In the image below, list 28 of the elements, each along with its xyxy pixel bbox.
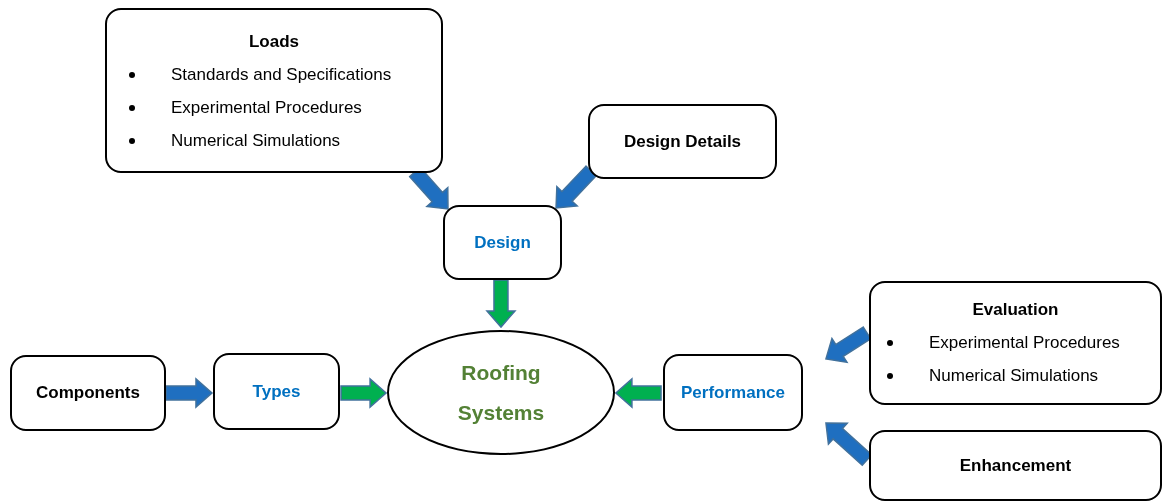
rounded-box — [443, 205, 562, 280]
block-arrow — [340, 377, 388, 409]
bullet-text: Numerical Simulations — [171, 131, 341, 151]
node-title: Types — [251, 381, 302, 402]
rounded-box — [663, 354, 803, 431]
bullet-text: Numerical Simulations — [929, 366, 1099, 386]
bullet-text: Standards and Specifications — [171, 65, 392, 85]
node-title: Components — [35, 383, 141, 403]
node-title: Design — [473, 232, 532, 253]
node-title: Evaluation — [971, 300, 1060, 320]
rounded-box — [869, 430, 1162, 501]
node-title: Loads — [247, 32, 301, 52]
rounded-box — [213, 353, 340, 430]
node-title: Performance — [680, 382, 786, 403]
rounded-box — [588, 104, 777, 179]
block-arrow — [825, 326, 872, 364]
bullet-text: Experimental Procedures — [929, 333, 1120, 353]
block-arrow — [614, 377, 662, 409]
node-title: Roofing Systems — [456, 359, 546, 426]
node-title: Design Details — [622, 131, 743, 152]
rounded-box — [10, 355, 166, 431]
block-arrow — [165, 377, 214, 409]
block-arrow — [485, 279, 517, 329]
node-title: Enhancement — [958, 455, 1073, 476]
rounded-box — [869, 281, 1162, 405]
rounded-box — [105, 8, 443, 173]
bullet-text: Experimental Procedures — [171, 98, 362, 118]
block-arrow — [555, 165, 598, 209]
